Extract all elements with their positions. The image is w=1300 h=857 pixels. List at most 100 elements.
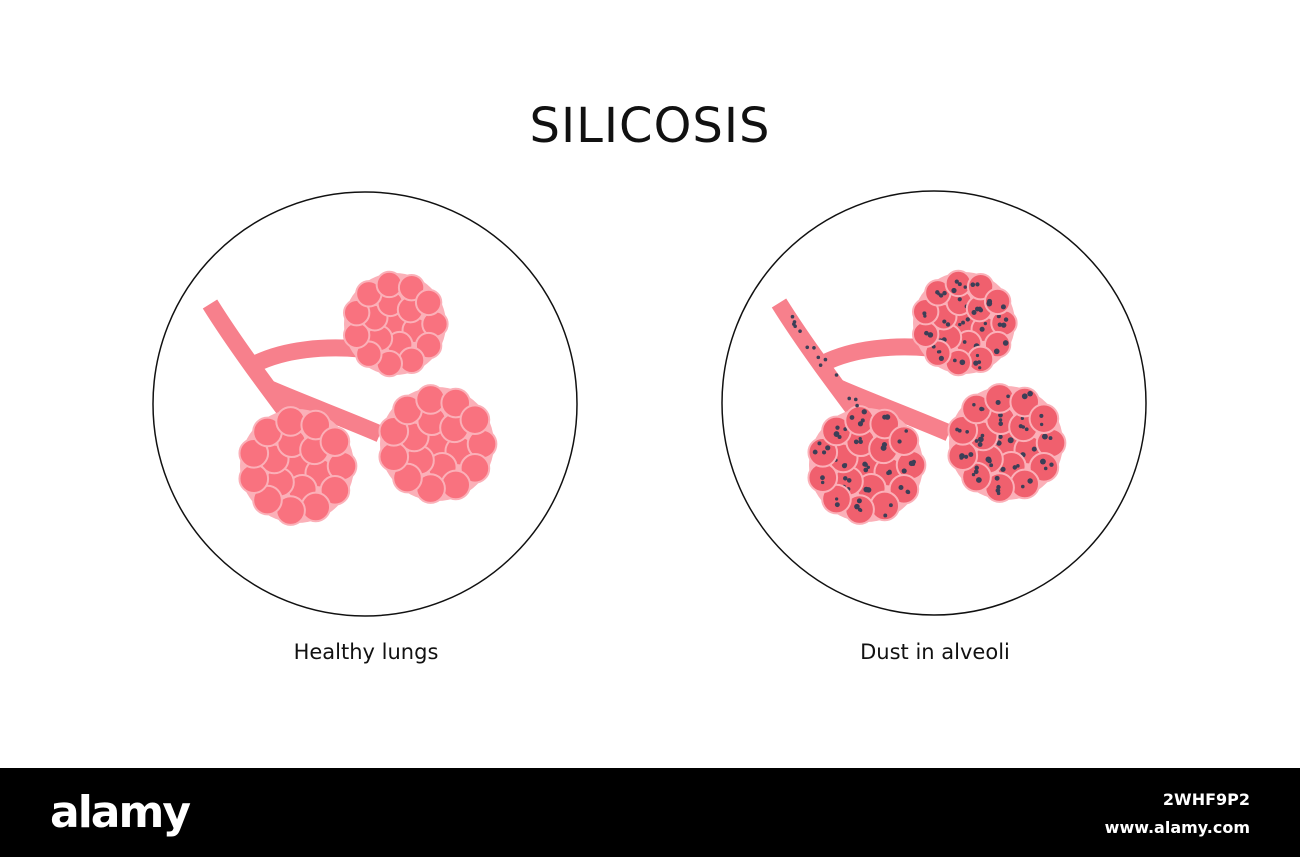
dust-dust-particle (1000, 466, 1006, 472)
healthy-alveolus (275, 406, 306, 437)
dust-dust-particle (974, 439, 979, 443)
dust-dust-particle (963, 285, 967, 289)
dust-dust-particle (996, 440, 1002, 446)
dust-dust-particle (1024, 427, 1029, 432)
dust-dust-particle (965, 429, 969, 434)
dust-dust-particle (853, 397, 858, 402)
alamy-logo: alamy (50, 787, 191, 838)
dust-dust-particle (938, 355, 944, 361)
dust-dust-particle (901, 468, 907, 474)
dust-dust-particle (968, 452, 974, 457)
dust-dust-particle (798, 329, 802, 333)
healthy-alveolus (397, 346, 426, 375)
dust-dust-particle (855, 403, 859, 408)
dust-dust-particle (995, 399, 1001, 406)
dust-dust-particle (866, 465, 871, 469)
dust-dust-particle (954, 279, 959, 284)
dust-dust-particle (1006, 394, 1010, 399)
dust-dust-particle (996, 484, 1001, 490)
healthy-alveolus (378, 415, 410, 447)
dust-dust-particle (979, 326, 985, 332)
dust-panel (721, 190, 1147, 616)
dust-dust-particle (860, 418, 865, 423)
healthy-bronchiole-trunk (202, 299, 302, 430)
healthy-outline-circle (152, 191, 578, 617)
dust-dust-particle (825, 445, 831, 451)
dust-dust-particle (1016, 464, 1020, 468)
dust-dust-particle (978, 436, 984, 443)
watermark-footer: alamy 2WHF9P2 www.alamy.com (0, 768, 1300, 857)
healthy-alveolus (375, 270, 404, 299)
dust-dust-particle (888, 503, 893, 508)
dust-dust-particle (962, 340, 967, 344)
dust-dust-particle (854, 503, 860, 510)
dust-dust-particle (994, 475, 1000, 481)
dust-dust-particle (998, 434, 1003, 439)
dust-dust-particle (965, 317, 970, 322)
dust-dust-particle (975, 282, 980, 287)
dust-dust-particle (961, 320, 965, 325)
dust-dust-particle (908, 460, 915, 467)
dust-alveoli-cluster (807, 405, 927, 525)
healthy-alveolus (238, 463, 270, 495)
dust-dust-particle (1003, 317, 1009, 322)
dust-alveolus (1009, 468, 1041, 500)
dust-dust-particle (843, 476, 848, 481)
dust-dust-particle (834, 502, 840, 508)
dust-dust-particle (975, 477, 982, 483)
dust-dust-particle (882, 414, 888, 420)
dust-dust-particle (792, 322, 796, 326)
dust-dust-particle (977, 442, 983, 447)
dust-dust-particle (980, 433, 985, 438)
dust-dust-particle (986, 300, 993, 307)
dust-dust-particle (964, 454, 969, 459)
dust-dust-particle (822, 450, 827, 455)
healthy-alveolus (414, 288, 443, 317)
dust-dust-particle (1007, 437, 1014, 444)
healthy-panel (152, 191, 578, 617)
healthy-alveolus (440, 469, 472, 501)
dust-dust-particle (812, 449, 818, 455)
dust-dust-particle (995, 488, 1001, 493)
dust-dust-particle (945, 322, 951, 327)
dust-dust-particle (957, 297, 962, 302)
dust-dust-particle (897, 439, 902, 444)
dust-dust-particle (861, 409, 867, 415)
dust-dust-particle (1049, 462, 1054, 467)
dust-dust-particle (998, 421, 1004, 427)
dust-dust-particle (863, 467, 869, 473)
dust-dust-particle (936, 350, 941, 354)
dust-dust-particle (1027, 478, 1033, 484)
dust-dust-particle (904, 429, 908, 433)
dust-dust-particle (906, 490, 911, 495)
dust-dust-particle (959, 455, 964, 460)
dust-dust-particle (858, 439, 863, 444)
dust-dust-particle (955, 427, 960, 432)
dust-dust-particle (1000, 304, 1006, 310)
dust-dust-particle (1021, 393, 1028, 400)
dust-alveolus (961, 461, 992, 493)
dust-alveolus (844, 405, 875, 436)
dust-dust-particle (823, 357, 828, 362)
dust-dust-particle (935, 290, 940, 295)
dust-dust-particle (974, 465, 979, 471)
dust-dust-particle (1012, 465, 1018, 470)
healthy-alveolus (415, 384, 446, 415)
dust-dust-particle (858, 436, 862, 441)
dust-dust-particle (847, 396, 852, 401)
healthy-bronchiole-right-branch (266, 381, 384, 442)
dust-dust-particle (977, 306, 983, 312)
dust-dust-particle (846, 478, 852, 483)
dust-dust-particle (1001, 322, 1007, 328)
dust-dust-particle (843, 427, 848, 432)
site-url: www.alamy.com (1104, 818, 1250, 837)
dust-dust-particle (970, 282, 976, 288)
dust-dust-particle (952, 358, 957, 363)
dust-dust-particle (843, 463, 848, 467)
dust-dust-particle (849, 415, 855, 420)
dust-dust-particle (1002, 340, 1009, 346)
healthy-bronchiole-upper-branch (251, 339, 361, 372)
dust-dust-particle (1048, 436, 1053, 441)
healthy-lungs-caption: Healthy lungs (293, 640, 439, 664)
dust-dust-particle (880, 445, 887, 451)
